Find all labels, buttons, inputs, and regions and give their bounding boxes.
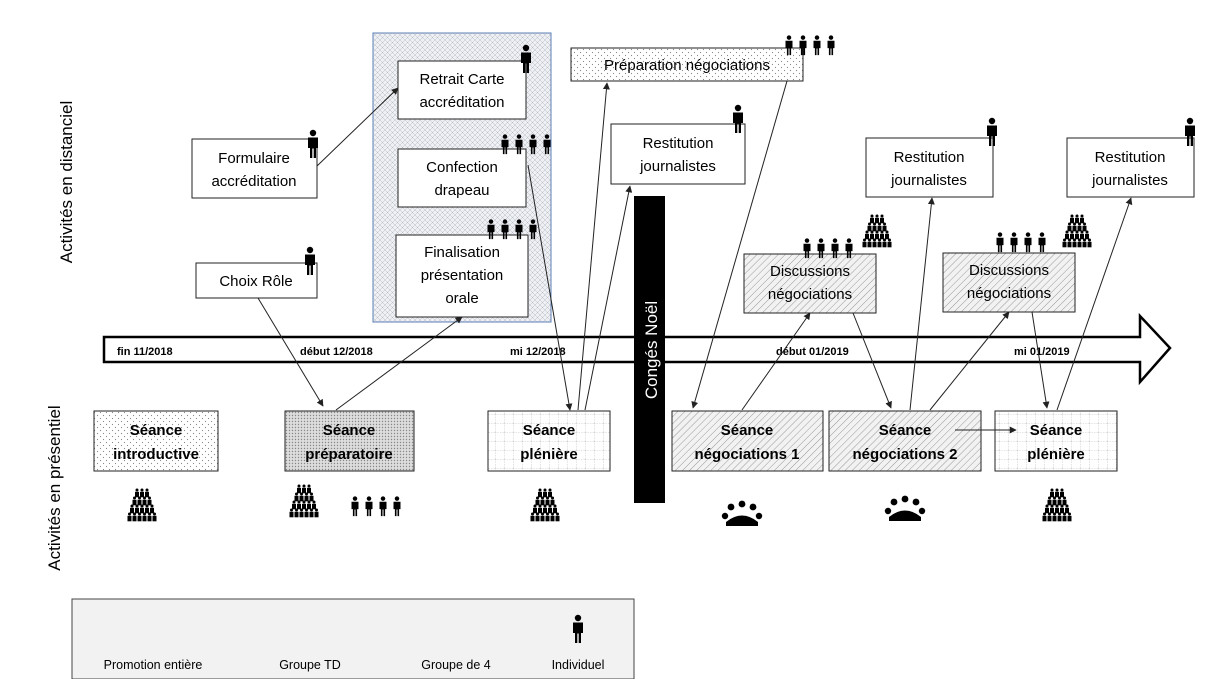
axis-label-distanciel: Activités en distanciel: [57, 101, 76, 264]
svg-text:journalistes: journalistes: [890, 172, 967, 189]
box-finalisation: Finalisation présentation orale: [395, 234, 529, 318]
box-choix-role: Choix Rôle: [195, 262, 318, 299]
box-restitution-1: Restitution journalistes: [610, 123, 746, 185]
whole-class-icon: [862, 214, 892, 248]
box-seance-pleniere-2: Séance plénière: [994, 410, 1118, 472]
svg-text:plénière: plénière: [1027, 446, 1085, 463]
date-label: début 12/2018: [300, 346, 373, 358]
box-restitution-3: Restitution journalistes: [1066, 137, 1195, 198]
svg-text:Retrait Carte: Retrait Carte: [419, 71, 504, 88]
svg-text:Discussions: Discussions: [969, 262, 1049, 279]
svg-text:négociations: négociations: [768, 286, 852, 303]
svg-text:journalistes: journalistes: [1091, 172, 1168, 189]
box-retrait-carte: Retrait Carte accréditation: [397, 60, 527, 120]
svg-text:négociations 1: négociations 1: [694, 446, 799, 463]
box-discussions-2: Discussions négociations: [942, 252, 1076, 313]
svg-text:préparatoire: préparatoire: [305, 446, 393, 463]
svg-text:Séance: Séance: [130, 422, 183, 439]
td-group-icon: [721, 500, 763, 526]
svg-text:Formulaire: Formulaire: [218, 150, 290, 167]
box-formulaire: Formulaire accréditation: [191, 138, 318, 199]
svg-text:Séance: Séance: [721, 422, 774, 439]
td-group-icon: [884, 495, 926, 521]
legend-promotion: Promotion entière: [104, 658, 203, 672]
legend-box: [71, 598, 635, 679]
conges-label: Congés Noël: [642, 301, 661, 399]
date-label: mi 01/2019: [1014, 346, 1070, 358]
svg-text:accréditation: accréditation: [211, 173, 296, 190]
svg-text:Restitution: Restitution: [643, 135, 714, 152]
timeline-dates: fin 11/2018 début 12/2018 mi 12/2018 déb…: [117, 346, 1070, 358]
svg-text:journalistes: journalistes: [639, 158, 716, 175]
date-label: mi 12/2018: [510, 346, 566, 358]
box-preparation: Préparation négociations: [570, 47, 804, 82]
svg-text:Confection: Confection: [426, 159, 498, 176]
axis-label-presentiel: Activités en présentiel: [45, 405, 64, 570]
box-seance-pleniere-1: Séance plénière: [487, 410, 611, 472]
box-seance-preparatoire: Séance préparatoire: [284, 410, 415, 472]
svg-text:drapeau: drapeau: [434, 182, 489, 199]
svg-text:Séance: Séance: [1030, 422, 1083, 439]
svg-text:Finalisation: Finalisation: [424, 244, 500, 261]
flow-arrows: [257, 80, 1133, 434]
legend-groupe-td: Groupe TD: [279, 658, 341, 672]
svg-text:Séance: Séance: [323, 422, 376, 439]
svg-text:négociations 2: négociations 2: [852, 446, 957, 463]
whole-class-icon: [289, 484, 319, 518]
legend-groupe4: Groupe de 4: [421, 658, 491, 672]
svg-text:plénière: plénière: [520, 446, 578, 463]
box-seance-introductive: Séance introductive: [93, 410, 219, 472]
svg-text:introductive: introductive: [113, 446, 199, 463]
svg-text:Discussions: Discussions: [770, 263, 850, 280]
svg-text:Préparation négociations: Préparation négociations: [604, 57, 770, 74]
whole-class-icon: [1042, 488, 1072, 522]
whole-class-icon: [530, 488, 560, 522]
svg-text:Séance: Séance: [879, 422, 932, 439]
svg-text:orale: orale: [445, 290, 478, 307]
box-seance-negociations-2: Séance négociations 2: [828, 410, 982, 472]
box-seance-negociations-1: Séance négociations 1: [671, 410, 824, 472]
group-of-four-icon: [996, 232, 1046, 253]
box-discussions-1: Discussions négociations: [743, 253, 877, 314]
svg-text:Choix Rôle: Choix Rôle: [219, 273, 292, 290]
box-confection-drapeau: Confection drapeau: [397, 148, 527, 208]
box-restitution-2: Restitution journalistes: [865, 137, 994, 198]
svg-text:Restitution: Restitution: [894, 149, 965, 166]
svg-text:Restitution: Restitution: [1095, 149, 1166, 166]
svg-text:accréditation: accréditation: [419, 94, 504, 111]
svg-text:négociations: négociations: [967, 285, 1051, 302]
svg-text:présentation: présentation: [421, 267, 504, 284]
whole-class-icon: [127, 488, 157, 522]
date-label: fin 11/2018: [117, 346, 173, 358]
legend-individuel: Individuel: [552, 658, 605, 672]
whole-class-icon: [1062, 214, 1092, 248]
svg-text:Séance: Séance: [523, 422, 576, 439]
conges-bar: [634, 196, 665, 503]
date-label: début 01/2019: [776, 346, 849, 358]
group-of-four-icon: [351, 496, 401, 517]
